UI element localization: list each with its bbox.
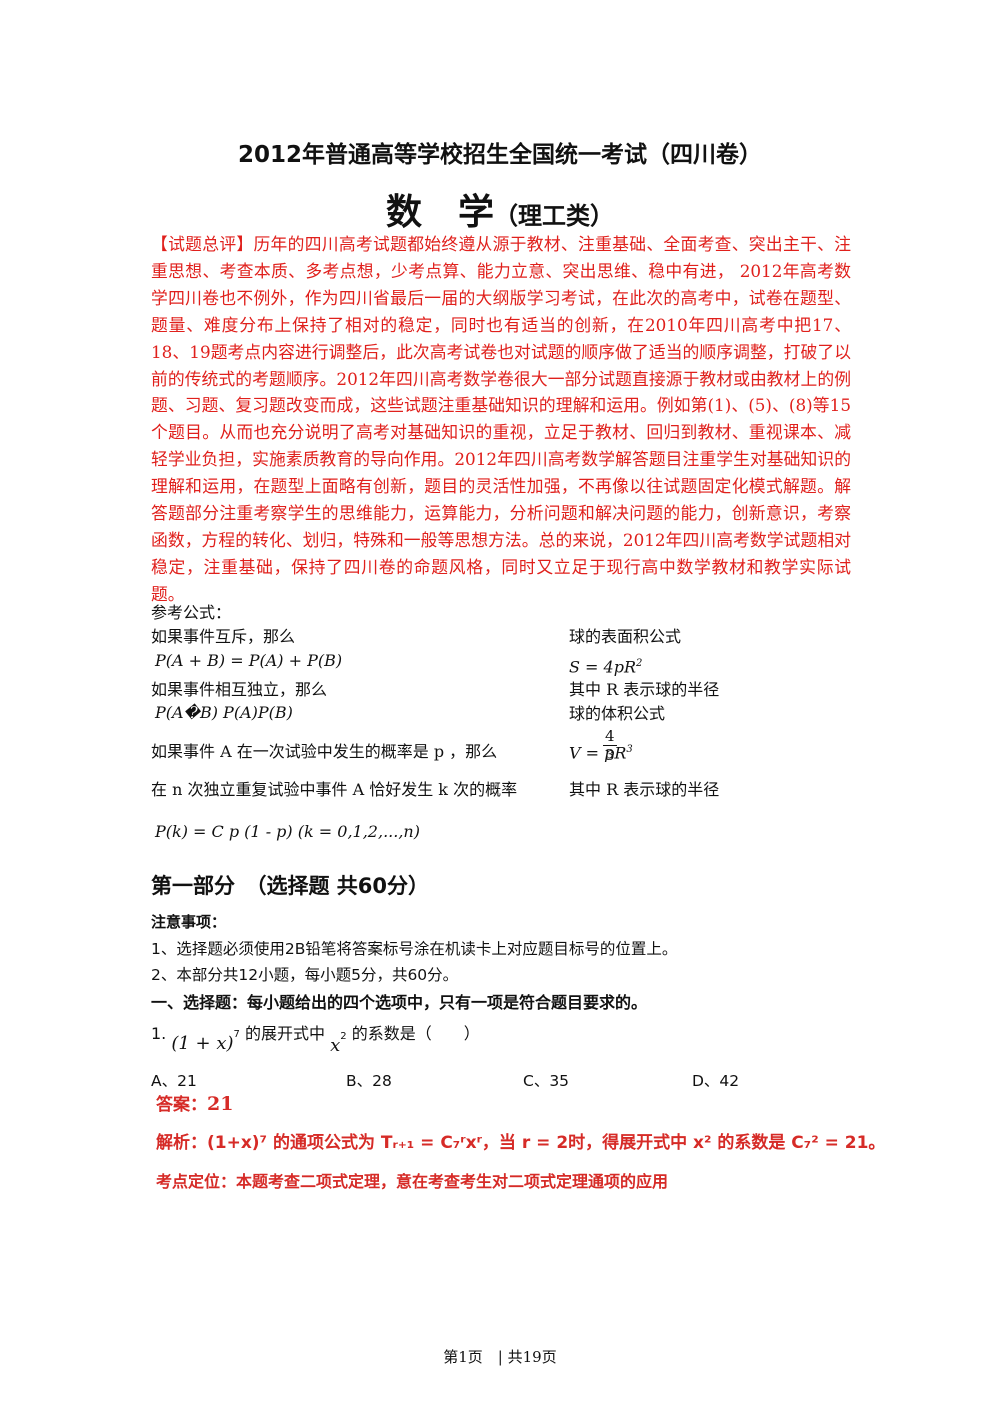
- notice-item-1: 1、选择题必须使用2B铅笔将答案标号涂在机读卡上对应题目标号的位置上。: [151, 940, 678, 958]
- subject-sub: （理工类）: [494, 201, 614, 230]
- option-b: B、28: [346, 1072, 392, 1090]
- notice-item-2: 2、本部分共12小题，每小题5分，共60分。: [151, 966, 459, 984]
- answer-line: 答案：21: [156, 1093, 234, 1115]
- sphere-surface-label: 球的表面积公式: [569, 627, 682, 646]
- formula-product-rule: P(A�B) P(A)P(B): [155, 703, 293, 722]
- formula-text-3: 如果事件 A 在一次试验中发生的概率是 p ，那么: [151, 742, 498, 761]
- option-a: A、21: [151, 1072, 197, 1090]
- document-title: 2012年普通高等学校招生全国统一考试（四川卷）: [237, 142, 762, 168]
- sphere-volume-formula: V = pR3: [569, 743, 633, 763]
- sphere-volume-label: 球的体积公式: [569, 704, 666, 723]
- page-footer: 第1页 | 共19页: [443, 1348, 557, 1366]
- notice-heading: 注意事项：: [151, 913, 227, 931]
- question-1-stem: 1. (1 + x)7 的展开式中 x2 的系数是（ ）: [151, 1024, 480, 1056]
- subject-heading: 数 学（理工类）: [0, 183, 1000, 235]
- review-paragraph: 【试题总评】历年的四川高考试题都始终遵从源于教材、注重基础、全面考查、突出主干、…: [151, 234, 851, 604]
- subject-main: 数 学: [385, 191, 494, 233]
- analysis-line: 解析：(1+x)⁷ 的通项公式为 Tᵣ₊₁ = C₇ʳxʳ，当 r = 2时，得…: [156, 1133, 886, 1153]
- formula-binomial-probability: P(k) = C p (1 - p) (k = 0,1,2,...,n): [155, 822, 420, 841]
- option-d: D、42: [692, 1072, 740, 1090]
- point-line: 考点定位：本题考查二项式定理，意在考查考生对二项式定理通项的应用: [156, 1172, 669, 1191]
- section-heading: 一、选择题：每小题给出的四个选项中，只有一项是符合题目要求的。: [151, 993, 648, 1012]
- radius-note-1: 其中 R 表示球的半径: [569, 680, 720, 699]
- formula-text-2: 如果事件相互独立，那么: [151, 680, 328, 699]
- part-title: 第一部分 （选择题 共60分）: [151, 874, 430, 898]
- formula-sum-rule: P(A + B) = P(A) + P(B): [155, 651, 343, 670]
- formula-text-4: 在 n 次独立重复试验中事件 A 恰好发生 k 次的概率: [151, 780, 518, 799]
- sphere-surface-formula: S = 4pR2: [569, 657, 643, 677]
- radius-note-2: 其中 R 表示球的半径: [569, 780, 720, 799]
- option-c: C、35: [523, 1072, 570, 1090]
- formula-text-1: 如果事件互斥，那么: [151, 627, 296, 646]
- formula-label: 参考公式：: [151, 603, 232, 622]
- volume-fraction: 4 3: [603, 727, 617, 764]
